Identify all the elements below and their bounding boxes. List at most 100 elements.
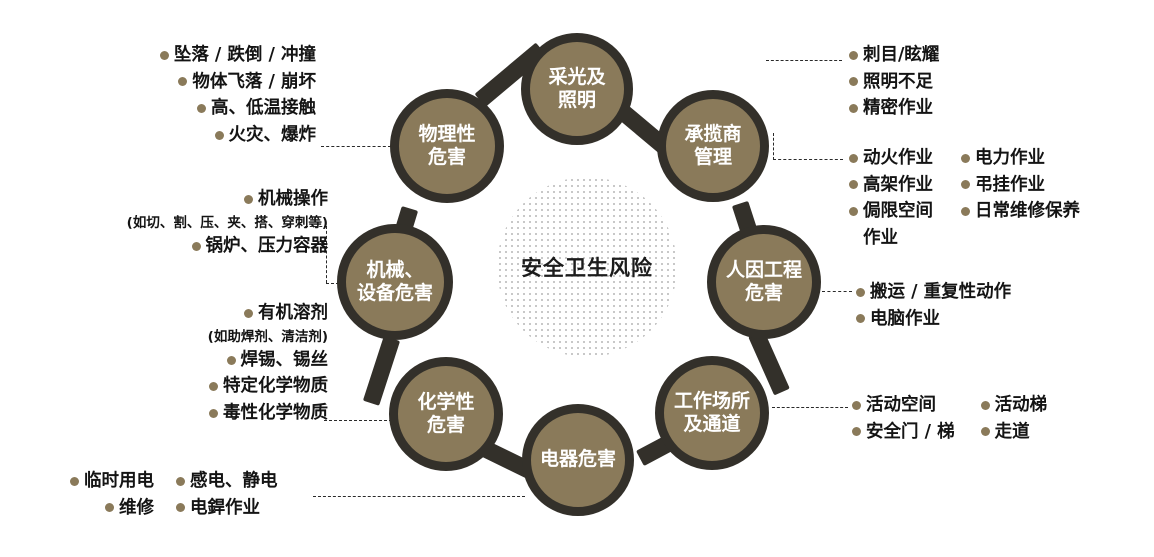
bullet-icon	[176, 503, 185, 513]
leader-chemical	[324, 420, 392, 421]
list-item-label: 弔挂作业	[975, 174, 1045, 195]
center-label: 安全卫生风险	[521, 256, 653, 280]
contractor-column-left: 动火作业 高架作业 侷限空间 作业	[849, 145, 933, 251]
list-item-label: 高架作业	[863, 174, 933, 195]
node-machinery[interactable]: 机械、 设备危害	[337, 224, 453, 340]
list-item: 临时用电	[70, 468, 154, 495]
group-chemical-hazards: 有机溶剂 (如助焊剂、清洁剂) 焊锡、锡丝 特定化学物质 毒性化学物质	[208, 300, 328, 427]
bullet-icon	[244, 194, 253, 204]
node-workplace[interactable]: 工作场所 及通道	[655, 356, 769, 470]
bullet-icon	[849, 180, 858, 190]
list-item: 电力作业	[961, 145, 1080, 172]
list-item: 安全门 / 梯	[852, 419, 955, 446]
list-item-label: 活动空间	[866, 395, 936, 415]
list-item-label: 火灾、爆炸	[228, 124, 317, 145]
list-item: 刺目/眩耀	[849, 42, 939, 69]
node-physical[interactable]: 物理性 危害	[390, 89, 504, 203]
node-ergonomics-label: 人因工程 危害	[725, 258, 802, 304]
contractor-continuation: 作业	[863, 227, 898, 248]
list-item: 特定化学物质	[208, 373, 328, 400]
contractor-column-right: 电力作业 弔挂作业 日常维修保养	[961, 145, 1080, 251]
center-disc: 安全卫生风险	[497, 177, 677, 357]
bullet-icon	[856, 287, 865, 297]
list-item-label: 机械操作	[258, 189, 328, 209]
bullet-icon	[70, 476, 79, 486]
machinery-note: (如切、割、压、夹、搭、穿刺等)	[126, 214, 328, 231]
group-machinery-hazards: 机械操作 (如切、割、压、夹、搭、穿刺等) 锅炉、压力容器	[127, 186, 328, 259]
list-item-label: 临时用电	[84, 471, 154, 491]
list-item-label: 走道	[994, 421, 1030, 442]
bullet-icon	[961, 206, 970, 216]
bullet-icon	[197, 103, 206, 113]
list-item-label: 感电、静电	[190, 471, 278, 491]
bullet-icon	[191, 241, 201, 251]
list-item: 毒性化学物质	[208, 400, 328, 427]
node-lighting-label: 采光及 照明	[548, 65, 606, 111]
bullet-icon	[159, 50, 169, 60]
list-item: 高、低温接触	[160, 95, 316, 122]
node-electrical-label: 电器危害	[539, 448, 616, 471]
electrical-column-right: 感电、静电 电銲作业	[176, 468, 278, 521]
list-item: 照明不足	[849, 69, 939, 96]
bullet-icon	[852, 400, 861, 410]
list-item: 有机溶剂	[208, 300, 328, 327]
bullet-icon	[209, 382, 218, 392]
chemical-note: (如助焊剂、清洁剂)	[207, 328, 328, 345]
electrical-column-left: 临时用电 维修	[70, 468, 154, 521]
list-item: 弔挂作业	[961, 172, 1080, 199]
node-chemical-label: 化学性 危害	[417, 390, 475, 436]
bullet-icon	[961, 153, 970, 163]
group-electrical-hazards: 临时用电 维修 感电、静电 电銲作业	[70, 468, 278, 521]
group-workplace-hazards: 活动空间 安全门 / 梯 活动梯 走道	[852, 392, 1047, 445]
list-item-label: 特定化学物质	[223, 376, 328, 397]
list-item-label: 动火作业	[863, 148, 933, 168]
list-item-label: 活动梯	[994, 395, 1048, 415]
list-item-label: 刺目/眩耀	[863, 45, 940, 65]
list-item: 精密作业	[849, 95, 939, 122]
list-item: 机械操作	[127, 186, 328, 213]
list-item-label: 高、低温接触	[211, 98, 316, 119]
list-item-label: 电脑作业	[870, 308, 940, 329]
bullet-icon	[176, 476, 185, 486]
node-electrical[interactable]: 电器危害	[522, 404, 634, 516]
list-item: 电脑作业	[856, 306, 1011, 333]
node-lighting[interactable]: 采光及 照明	[521, 33, 633, 145]
bullet-icon	[961, 180, 970, 190]
list-item-label: 坠落 / 跌倒 / 冲撞	[173, 45, 316, 65]
bullet-icon	[226, 355, 236, 365]
node-ergonomics[interactable]: 人因工程 危害	[707, 225, 821, 339]
list-item: 物体飞落 / 崩坏	[160, 69, 316, 96]
list-item-label: 有机溶剂	[258, 303, 328, 323]
node-contractor[interactable]: 承揽商 管理	[657, 90, 769, 202]
leader-physical	[321, 146, 391, 147]
list-item: 日常维修保养	[961, 198, 1080, 225]
group-physical-hazards: 坠落 / 跌倒 / 冲撞 物体飞落 / 崩坏 高、低温接触 火灾、爆炸	[159, 42, 317, 148]
list-item: 维修	[105, 495, 154, 522]
leader-electrical	[313, 496, 525, 497]
list-item: 电銲作业	[176, 495, 260, 522]
list-item-label: 精密作业	[863, 98, 933, 119]
leader-contractor	[773, 159, 843, 160]
bullet-icon	[849, 153, 858, 163]
list-item-label: 安全门 / 梯	[866, 421, 955, 442]
leader-ergonomics	[822, 291, 852, 292]
bullet-icon	[244, 308, 253, 318]
list-item: 焊锡、锡丝	[208, 347, 328, 374]
list-item-label: 物体飞落 / 崩坏	[192, 71, 316, 92]
list-item: 走道	[980, 419, 1048, 446]
bullet-icon	[849, 206, 858, 216]
leader-machinery-bottom	[326, 283, 344, 284]
list-item-label: 维修	[119, 497, 154, 518]
node-chemical[interactable]: 化学性 危害	[389, 357, 503, 471]
bullet-icon	[214, 130, 224, 140]
list-item: 搬运 / 重复性动作	[856, 279, 1011, 306]
list-item-label: 侷限空间	[863, 201, 933, 222]
list-item-label: 电銲作业	[190, 497, 260, 518]
node-machinery-label: 机械、 设备危害	[356, 258, 433, 304]
leader-workplace	[772, 407, 848, 408]
bullet-icon	[105, 503, 114, 513]
bullet-icon	[849, 103, 858, 113]
list-item: 锅炉、压力容器	[127, 233, 328, 260]
leader-machinery-vert	[326, 226, 327, 283]
